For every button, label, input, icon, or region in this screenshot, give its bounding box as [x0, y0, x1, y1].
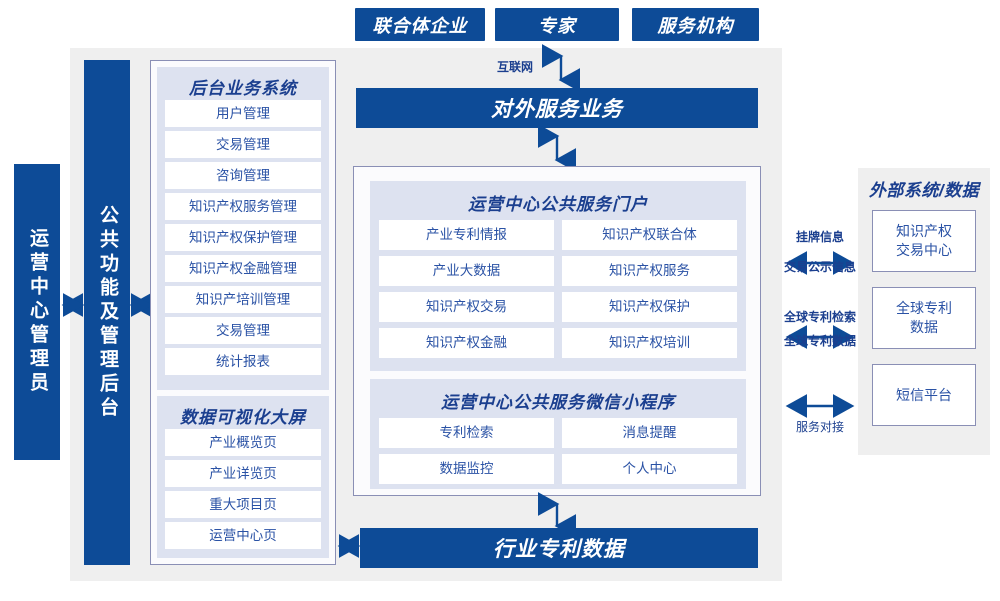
backend-item-consultation-management[interactable]: 咨询管理 — [165, 162, 321, 189]
portal-item-ip-transaction[interactable]: 知识产权交易 — [379, 292, 554, 322]
dashboard-item-operation-center[interactable]: 运营中心页 — [165, 522, 321, 549]
backend-business-system-panel: 后台业务系统 用户管理 交易管理 咨询管理 知识产权服务管理 知识产权保护管理 … — [157, 67, 329, 390]
external-service-business-label: 对外服务业务 — [491, 98, 623, 121]
wechat-miniprogram-title: 运营中心公共服务微信小程序 — [441, 393, 675, 412]
dashboard-item-industry-overview[interactable]: 产业概览页 — [165, 429, 321, 456]
backend-item-ip-finance-management[interactable]: 知识产权金融管理 — [165, 255, 321, 282]
external-connector-patent-search-label: 全球专利检索 — [783, 310, 856, 324]
miniprogram-item-personal-center[interactable]: 个人中心 — [562, 454, 737, 484]
external-connector-listing-sublabel: 交易公示信息 — [783, 260, 856, 274]
external-connector-patent-arrow — [782, 325, 858, 349]
backend-item-transaction-management[interactable]: 交易管理 — [165, 131, 321, 158]
service-to-portal-arrow — [537, 124, 577, 172]
top-actor-expert[interactable]: 专家 — [495, 8, 619, 41]
dashboard-item-major-project[interactable]: 重大项目页 — [165, 491, 321, 518]
public-service-portal-title: 运营中心公共服务门户 — [468, 195, 648, 214]
top-actor-label: 服务机构 — [657, 15, 734, 36]
miniprogram-item-message-reminder[interactable]: 消息提醒 — [562, 418, 737, 448]
portal-item-ip-consortium[interactable]: 知识产权联合体 — [562, 220, 737, 250]
external-item-global-patent-data[interactable]: 全球专利 数据 — [872, 287, 976, 349]
internet-connector-arrow — [541, 44, 581, 92]
external-item-sms-platform[interactable]: 短信平台 — [872, 364, 976, 426]
portal-item-industry-big-data[interactable]: 产业大数据 — [379, 256, 554, 286]
top-actor-service-agency[interactable]: 服务机构 — [632, 8, 759, 41]
miniprogram-item-patent-search[interactable]: 专利检索 — [379, 418, 554, 448]
backend-item-ip-training-management[interactable]: 知识产培训管理 — [165, 286, 321, 313]
top-actor-consortium-enterprise[interactable]: 联合体企业 — [355, 8, 485, 41]
portal-container: 运营中心公共服务门户 产业专利情报 知识产权联合体 产业大数据 知识产权服务 知… — [353, 166, 761, 496]
admin-to-common-arrow — [58, 293, 88, 317]
internet-label: 互联网 — [496, 60, 533, 74]
backend-item-statistical-report[interactable]: 统计报表 — [165, 348, 321, 375]
public-service-portal-panel: 运营中心公共服务门户 产业专利情报 知识产权联合体 产业大数据 知识产权服务 知… — [370, 181, 746, 371]
top-actor-label: 联合体企业 — [372, 15, 468, 36]
external-connector-listing-arrow — [782, 251, 858, 275]
industry-patent-data-label: 行业专利数据 — [493, 538, 625, 561]
miniprogram-item-data-monitoring[interactable]: 数据监控 — [379, 454, 554, 484]
external-systems-title: 外部系统/数据 — [868, 181, 980, 200]
backend-item-ip-protection-management[interactable]: 知识产权保护管理 — [165, 224, 321, 251]
data-visualization-title: 数据可视化大屏 — [180, 408, 306, 427]
common-to-backend-arrow — [126, 293, 156, 317]
portal-item-industry-patent-intelligence[interactable]: 产业专利情报 — [379, 220, 554, 250]
portal-item-ip-training[interactable]: 知识产权培训 — [562, 328, 737, 358]
industry-patent-data-bar[interactable]: 行业专利数据 — [360, 528, 758, 568]
portal-item-ip-finance[interactable]: 知识产权金融 — [379, 328, 554, 358]
top-actor-label: 专家 — [538, 15, 576, 36]
wechat-miniprogram-panel: 运营中心公共服务微信小程序 专利检索 消息提醒 数据监控 个人中心 — [370, 379, 746, 489]
external-connector-service-label: 服务对接 — [795, 420, 844, 434]
dashboard-item-industry-detail[interactable]: 产业详览页 — [165, 460, 321, 487]
backend-item-ip-service-management[interactable]: 知识产权服务管理 — [165, 193, 321, 220]
operation-center-admin-bar[interactable]: 运营中心管理员 — [14, 164, 60, 460]
external-connector-listing-label: 挂牌信息 — [795, 230, 844, 244]
portal-to-industry-data-arrow — [537, 492, 577, 538]
data-visualization-panel: 数据可视化大屏 产业概览页 产业详览页 重大项目页 运营中心页 — [157, 396, 329, 558]
backend-dashboard-container: 后台业务系统 用户管理 交易管理 咨询管理 知识产权服务管理 知识产权保护管理 … — [150, 60, 336, 565]
operation-center-admin-label: 运营中心管理员 — [26, 228, 48, 396]
backend-item-transaction-management-2[interactable]: 交易管理 — [165, 317, 321, 344]
backend-to-industry-data-arrow — [334, 534, 364, 558]
external-connector-service-arrow — [782, 394, 858, 418]
portal-item-ip-protection[interactable]: 知识产权保护 — [562, 292, 737, 322]
external-item-ip-trading-center[interactable]: 知识产权 交易中心 — [872, 210, 976, 272]
backend-business-system-title: 后台业务系统 — [189, 79, 297, 98]
portal-item-ip-service[interactable]: 知识产权服务 — [562, 256, 737, 286]
external-systems-container: 外部系统/数据 知识产权 交易中心 全球专利 数据 短信平台 — [858, 168, 990, 455]
external-service-business-bar[interactable]: 对外服务业务 — [356, 88, 758, 128]
common-function-admin-label: 公共功能及管理后台 — [96, 204, 118, 421]
external-connector-patent-data-label: 全球专利数据 — [783, 334, 856, 348]
backend-item-user-management[interactable]: 用户管理 — [165, 100, 321, 127]
common-function-admin-bar[interactable]: 公共功能及管理后台 — [84, 60, 130, 565]
